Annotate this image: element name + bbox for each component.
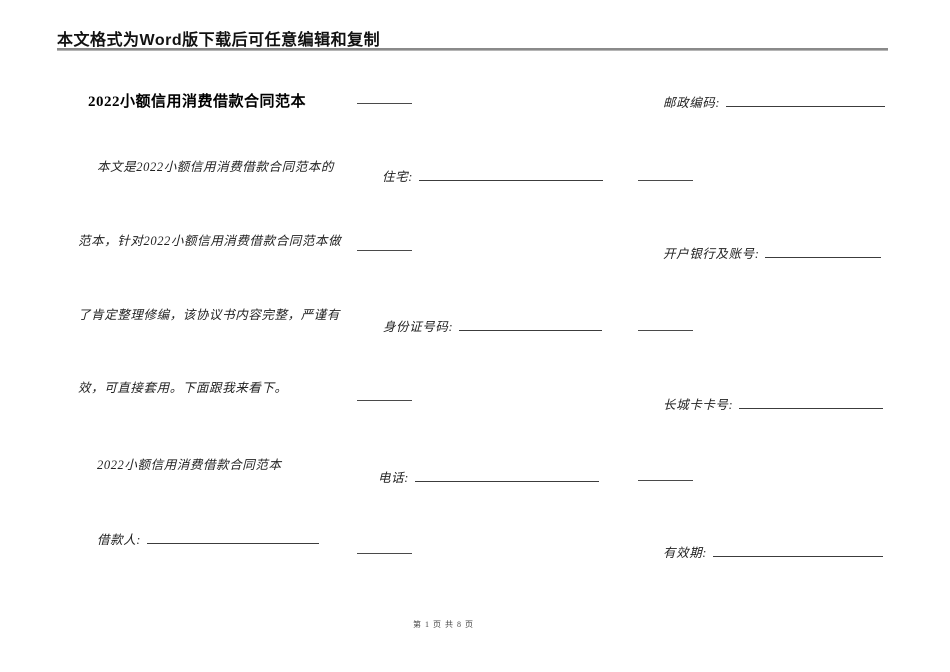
body-line: 本文是2022小额信用消费借款合同范本的	[97, 160, 335, 174]
id-number-label: 身份证号码:	[383, 320, 454, 334]
field-validity: 有效期:	[663, 542, 884, 561]
footer-page-info: 第 1 页 共 8 页	[413, 620, 474, 629]
id-number-blank-line[interactable]	[459, 317, 603, 331]
id-number-extra-blank-line[interactable]	[638, 330, 693, 331]
document-title: 2022小额信用消费借款合同范本	[88, 94, 307, 110]
field-bank-account: 开户银行及账号:	[663, 243, 882, 262]
phone-blank-line[interactable]	[414, 468, 599, 482]
body-line: 了肯定整理修编，该协议书内容完整，严谨有	[78, 308, 341, 322]
body-line: 效，可直接套用。下面跟我来看下。	[78, 381, 288, 395]
phone-label: 电话:	[378, 471, 409, 485]
short-blank-line[interactable]	[357, 250, 412, 251]
title-blank-line[interactable]	[357, 103, 412, 104]
borrower-blank-line[interactable]	[147, 530, 320, 544]
field-postal-code: 邮政编码:	[663, 92, 886, 111]
validity-blank-line[interactable]	[713, 543, 884, 557]
body-line: 2022小额信用消费借款合同范本	[97, 458, 282, 472]
great-wall-card-label: 长城卡卡号:	[663, 398, 734, 412]
great-wall-card-blank-line[interactable]	[739, 395, 884, 409]
bank-account-label: 开户银行及账号:	[663, 247, 760, 261]
validity-label: 有效期:	[663, 546, 708, 560]
field-phone: 电话:	[378, 467, 599, 486]
bank-account-blank-line[interactable]	[765, 244, 882, 258]
residence-extra-blank-line[interactable]	[638, 180, 693, 181]
borrower-label: 借款人:	[97, 533, 142, 547]
header-rule	[57, 48, 888, 51]
short-blank-line[interactable]	[357, 553, 412, 554]
short-blank-line[interactable]	[357, 400, 412, 401]
field-residence: 住宅:	[382, 166, 603, 185]
field-borrower: 借款人:	[97, 529, 320, 548]
field-great-wall-card: 长城卡卡号:	[663, 394, 884, 413]
field-id-number: 身份证号码:	[383, 316, 603, 335]
header-notice: 本文格式为Word版下载后可任意编辑和复制	[57, 32, 381, 49]
postal-code-label: 邮政编码:	[663, 96, 721, 110]
phone-extra-blank-line[interactable]	[638, 480, 693, 481]
residence-blank-line[interactable]	[418, 167, 603, 181]
residence-label: 住宅:	[382, 170, 413, 184]
body-line: 范本，针对2022小额信用消费借款合同范本做	[78, 234, 342, 248]
postal-code-blank-line[interactable]	[726, 93, 886, 107]
